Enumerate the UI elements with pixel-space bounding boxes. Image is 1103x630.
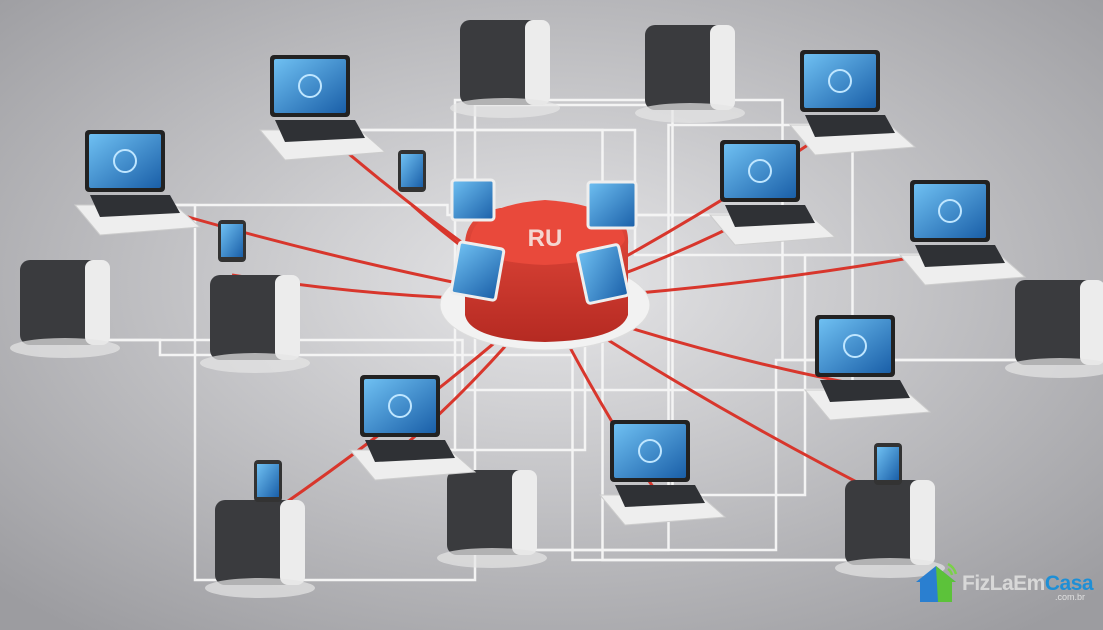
brand-domain: .com.br <box>1054 592 1085 602</box>
white-cable <box>65 338 255 357</box>
devices <box>10 20 1103 598</box>
house-logo-icon <box>916 562 958 602</box>
tablet-icon <box>254 460 282 502</box>
laptop-icon <box>348 375 477 481</box>
hub-screen <box>576 243 630 305</box>
white-cable <box>315 128 890 562</box>
white-cable <box>492 123 845 552</box>
brand-name: FizLaEmCasa <box>962 571 1094 595</box>
laptop-icon <box>708 140 837 246</box>
server-tower-icon <box>437 470 547 568</box>
hub-screen <box>449 240 506 302</box>
hub-screen <box>450 178 496 222</box>
hub-label: RU <box>528 225 563 252</box>
laptop-icon <box>788 50 917 156</box>
server-tower-icon <box>635 25 745 123</box>
tablet-icon <box>874 443 902 485</box>
server-tower-icon <box>835 480 945 578</box>
tablet-icon <box>398 150 426 192</box>
laptop-icon <box>73 130 202 236</box>
hub-top <box>470 200 625 265</box>
hub: RU <box>439 178 651 351</box>
laptop-icon <box>898 180 1027 286</box>
laptop-icon <box>598 420 727 526</box>
hub-screen <box>586 180 638 230</box>
watermark-logo: FizLaEmCasa .com.br <box>912 558 1097 608</box>
white-cable <box>260 103 690 582</box>
server-tower-icon <box>1005 280 1103 378</box>
laptop-icon <box>803 315 932 421</box>
server-tower-icon <box>450 20 560 118</box>
server-tower-icon <box>200 275 310 373</box>
tablet-icon <box>218 220 246 262</box>
laptop-icon <box>258 55 387 161</box>
server-tower-icon <box>10 260 120 358</box>
server-tower-icon <box>205 500 315 598</box>
